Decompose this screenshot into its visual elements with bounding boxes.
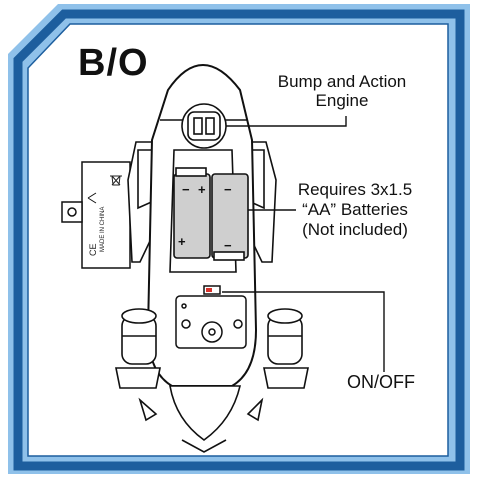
battery-callout-line2: “AA” Batteries <box>302 200 408 219</box>
battery-minus-top: − <box>224 182 232 197</box>
bottom-fins <box>138 385 264 453</box>
battery-minus-left: − <box>182 182 190 197</box>
leader-lines <box>222 116 385 372</box>
battery-callout-line3: (Not included) <box>302 220 408 239</box>
thruster-left <box>115 308 161 389</box>
battery-bay <box>173 167 249 261</box>
engine-callout-line2: Engine <box>315 91 369 110</box>
switch-callout: ON/OFF <box>347 372 415 392</box>
engine-callout: Bump and Action Engine <box>262 72 422 110</box>
battery-callout: Requires 3x1.5 “AA” Batteries (Not inclu… <box>280 180 430 240</box>
model-code: B/O <box>78 42 149 84</box>
battery-minus-bottom: − <box>224 238 232 253</box>
battery-plus-bottom: + <box>178 234 186 249</box>
bump-action-engine <box>181 103 227 149</box>
lower-panel <box>175 285 247 349</box>
ce-mark: CE <box>88 243 98 256</box>
thruster-right <box>263 308 309 389</box>
battery-plus-top: + <box>198 182 206 197</box>
battery-callout-line1: Requires 3x1.5 <box>297 180 413 199</box>
made-in-china-text: MADE IN CHINA <box>100 207 106 252</box>
battery-cover <box>61 161 131 269</box>
engine-callout-line1: Bump and Action <box>277 72 407 91</box>
recycle-bin-icon <box>110 175 122 186</box>
